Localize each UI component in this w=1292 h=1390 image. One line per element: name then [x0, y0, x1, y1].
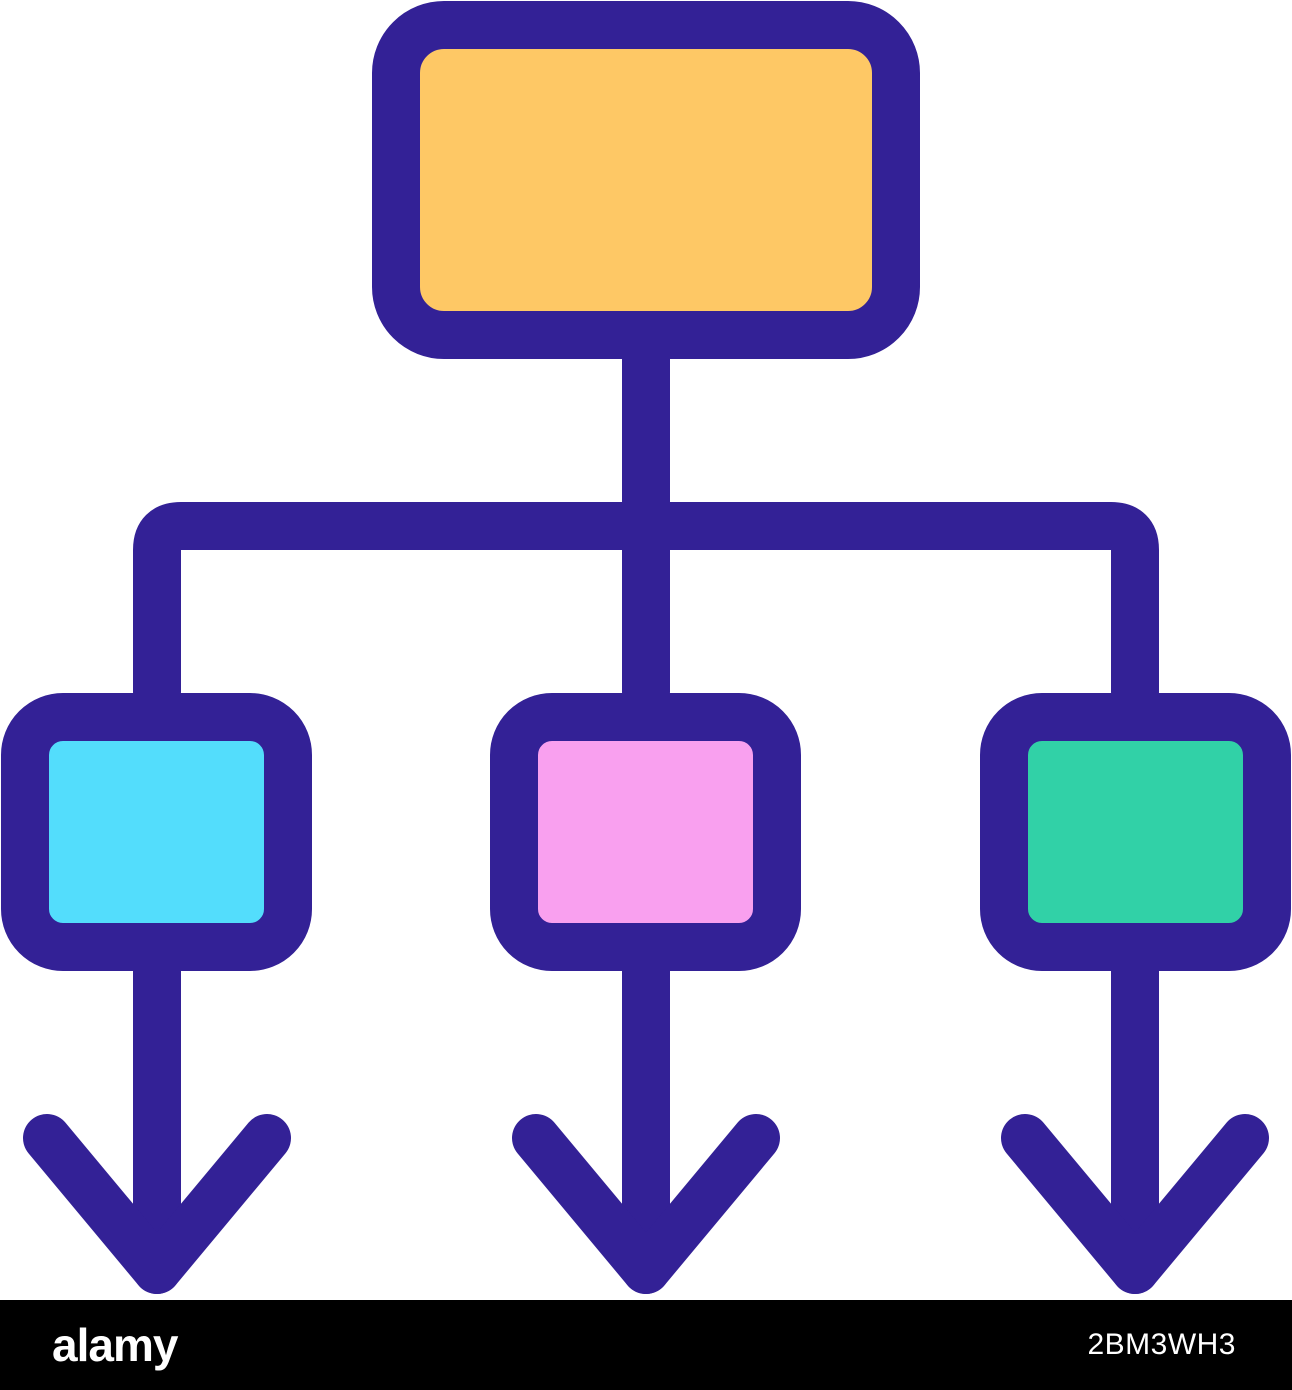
arrow-down-icon-right: [1001, 946, 1269, 1294]
branch-connector: [133, 502, 1159, 716]
arrow-down-icon-middle: [512, 946, 780, 1294]
brand-logo: alamy: [52, 1319, 178, 1371]
downward-arrows: [23, 946, 1269, 1294]
root-node: [372, 1, 920, 359]
image-id: 2BM3WH3: [1087, 1328, 1236, 1361]
arrow-down-icon-left: [23, 946, 291, 1294]
hierarchy-diagram: [1, 1, 1291, 1294]
footer-bar: alamy 2BM3WH3: [0, 1300, 1292, 1390]
child-node-right: [980, 693, 1291, 971]
child-node-middle: [490, 693, 801, 971]
child-node-left: [1, 693, 312, 971]
connector-lines: [133, 306, 1159, 716]
